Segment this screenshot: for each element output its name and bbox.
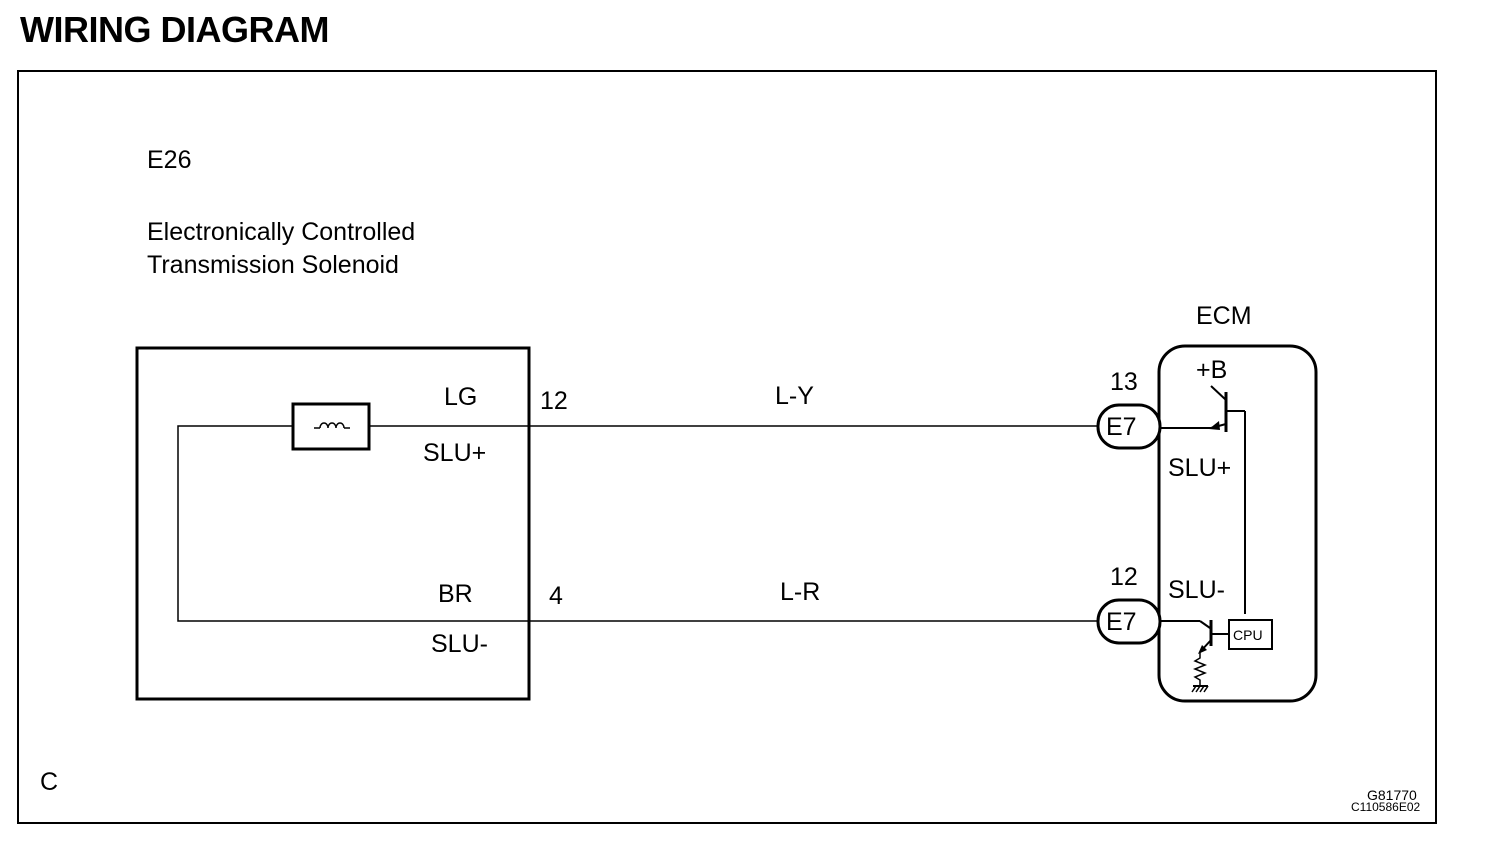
page-title: WIRING DIAGRAM <box>20 9 329 50</box>
coil-icon <box>291 402 371 451</box>
ground-icon <box>1191 685 1209 693</box>
high-side-transistor-icon <box>1159 385 1246 614</box>
solenoid-internal-wire <box>177 425 529 622</box>
component-code: E26 <box>147 146 191 174</box>
ecm-box <box>1157 344 1318 703</box>
harness-color-2: L-R <box>780 578 820 606</box>
component-name-line1: Electronically Controlled <box>147 218 415 246</box>
solenoid-signal-2: SLU- <box>431 630 488 658</box>
connector-label-2: E7 <box>1106 608 1137 636</box>
wire-color-1: LG <box>444 383 477 411</box>
figure-id: G81770 <box>1367 787 1417 803</box>
figure-subid: C110586E02 <box>1351 800 1420 814</box>
low-side-transistor-icon <box>1160 620 1229 686</box>
harness-color-1: L-Y <box>775 382 814 410</box>
diagram-frame <box>17 70 1437 824</box>
cpu-box <box>1228 619 1273 650</box>
ecm-label: ECM <box>1196 302 1252 330</box>
connector-e7-1 <box>1096 403 1162 450</box>
ecm-signal-1: SLU+ <box>1168 454 1231 482</box>
solenoid-box <box>135 346 531 701</box>
solenoid-pin-1: 12 <box>540 387 568 415</box>
connector-label-1: E7 <box>1106 413 1137 441</box>
component-name-line2: Transmission Solenoid <box>147 251 399 279</box>
solenoid-signal-1: SLU+ <box>423 439 486 467</box>
ecm-power-label: +B <box>1196 356 1227 384</box>
ecm-pin-1: 13 <box>1110 368 1138 396</box>
solenoid-pin-2: 4 <box>549 582 563 610</box>
ecm-signal-2: SLU- <box>1168 576 1225 604</box>
ecm-pin-2: 12 <box>1110 563 1138 591</box>
cpu-label: CPU <box>1233 627 1263 643</box>
wire-color-2: BR <box>438 580 473 608</box>
corner-code: C <box>40 768 58 796</box>
